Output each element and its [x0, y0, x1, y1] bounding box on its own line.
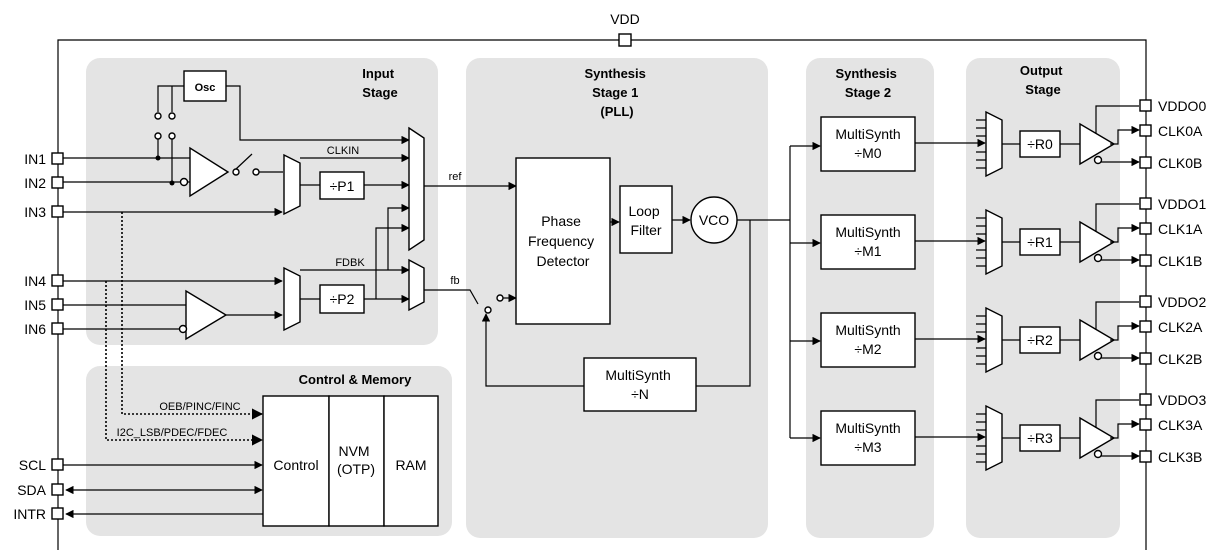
nvm-label: NVM (OTP): [337, 443, 375, 477]
ref-mux: [408, 126, 425, 252]
oeb-label: OEB/PINC/FINC: [159, 401, 240, 413]
pin-in5-label: IN5: [24, 297, 46, 313]
pin-intr-label: INTR: [13, 506, 46, 522]
p2-block: [319, 284, 365, 314]
svg-text:MultiSynth÷M3: MultiSynth ÷M3: [835, 420, 900, 455]
input-stage-title: Input Stage: [362, 66, 397, 100]
pin-scl-label: SCL: [19, 457, 46, 473]
pin-in2-label: IN2: [24, 175, 46, 191]
output-stage-title: Output Stage: [1020, 63, 1066, 97]
clk0b-label: CLK0B: [1158, 155, 1202, 171]
input-buffer-2: [185, 289, 228, 341]
ram-label: RAM: [395, 457, 426, 473]
fb-mux: [408, 258, 425, 312]
vdd-label: VDD: [610, 11, 640, 27]
clk2b-label: CLK2B: [1158, 351, 1202, 367]
r1-label: ÷R1: [1027, 234, 1053, 250]
r3-label: ÷R3: [1027, 430, 1053, 446]
svg-text:MultiSynth÷M2: MultiSynth ÷M2: [835, 322, 900, 357]
clk3a-label: CLK3A: [1158, 417, 1203, 433]
input-pins: IN1 IN2 IN3 IN4 IN5 IN6 SCL SDA INTR: [13, 151, 64, 522]
vddo0-label: VDDO0: [1158, 98, 1206, 114]
ms0-div: ÷M0: [854, 145, 881, 161]
multisynth-bus: [789, 141, 821, 443]
p1-label: ÷P1: [330, 178, 355, 194]
input-buffer-1: [189, 146, 230, 198]
clk2a-label: CLK2A: [1158, 319, 1203, 335]
ram-block: [383, 395, 439, 527]
pin-in6-label: IN6: [24, 321, 46, 337]
output-channel-1: ÷R1 VDDO1 CLK1A CLK1B: [976, 196, 1206, 276]
osc-label: Osc: [195, 82, 216, 94]
control-memory-title: Control & Memory: [299, 372, 412, 387]
vddo1-label: VDDO1: [1158, 196, 1206, 212]
control-label: Control: [273, 457, 318, 473]
ms1-name: MultiSynth: [835, 224, 900, 240]
pll-circuit: Phase Frequency Detector Loop Filter VCO…: [481, 157, 790, 412]
clk1a-label: CLK1A: [1158, 221, 1203, 237]
svg-text:MultiSynth÷M0: MultiSynth ÷M0: [835, 126, 900, 161]
ms1-div: ÷M1: [854, 243, 881, 259]
pfd-label: Phase Frequency Detector: [528, 213, 598, 269]
pin-in1-label: IN1: [24, 151, 46, 167]
vdd-pin: [618, 33, 632, 47]
r0-label: ÷R0: [1027, 136, 1053, 152]
pin-in3-label: IN3: [24, 204, 46, 220]
p2-mux: [283, 266, 301, 332]
chip-outline: [57, 39, 1147, 550]
pfd-block: [515, 157, 611, 325]
synthesis-stage2-title: Synthesis Stage 2: [835, 66, 900, 100]
input-stage-region: [86, 58, 438, 345]
pin-sda-label: SDA: [17, 482, 46, 498]
nvm-block: [328, 395, 385, 527]
multisynth-m2: MultiSynth ÷M2: [820, 312, 986, 368]
feedback-multisynth-label: MultiSynth ÷N: [605, 367, 674, 402]
clk0a-label: CLK0A: [1158, 123, 1203, 139]
output-stage-region: [966, 58, 1120, 538]
synthesis-stage1-title: Synthesis Stage 1 (PLL): [584, 66, 649, 119]
i2c-label: I2C_LSB/PDEC/FDEC: [117, 427, 228, 439]
output-channel-0: ÷R0 VDDO0 CLK0A CLK0B: [976, 98, 1206, 178]
multisynth-m1: MultiSynth ÷M1: [820, 214, 986, 270]
p2-label: ÷P2: [330, 291, 355, 307]
pin-in4-label: IN4: [24, 273, 46, 289]
vddo3-label: VDDO3: [1158, 392, 1206, 408]
ms3-name: MultiSynth: [835, 420, 900, 436]
ref-label: ref: [449, 171, 463, 183]
clkin-label: CLKIN: [327, 145, 359, 157]
ms2-div: ÷M2: [854, 341, 881, 357]
loop-filter-block: [619, 185, 673, 254]
ms2-name: MultiSynth: [835, 322, 900, 338]
svg-text:MultiSynth÷M1: MultiSynth ÷M1: [835, 224, 900, 259]
output-channel-3: ÷R3 VDDO3 CLK3A CLK3B: [976, 392, 1206, 472]
loop-filter-label: Loop Filter: [628, 203, 663, 238]
vco-label: VCO: [699, 212, 729, 228]
multisynth-m3: MultiSynth ÷M3: [820, 410, 986, 466]
ms3-div: ÷M3: [854, 439, 881, 455]
r2-label: ÷R2: [1027, 332, 1053, 348]
clk3b-label: CLK3B: [1158, 449, 1202, 465]
input-stage-circuit: Osc CLKIN ÷P1 ref: [63, 70, 517, 446]
p1-mux: [283, 153, 301, 216]
control-memory-circuit: Control NVM (OTP) RAM: [63, 395, 439, 527]
feedback-multisynth-block: [583, 357, 697, 412]
fdbk-label: FDBK: [335, 257, 365, 269]
control-block: [262, 395, 330, 527]
fb-label: fb: [450, 275, 459, 287]
output-channel-2: ÷R2 VDDO2 CLK2A CLK2B: [976, 294, 1206, 374]
clk1b-label: CLK1B: [1158, 253, 1202, 269]
ms0-name: MultiSynth: [835, 126, 900, 142]
vddo2-label: VDDO2: [1158, 294, 1206, 310]
p1-block: [319, 171, 365, 200]
multisynth-m0: MultiSynth ÷M0: [820, 116, 986, 172]
